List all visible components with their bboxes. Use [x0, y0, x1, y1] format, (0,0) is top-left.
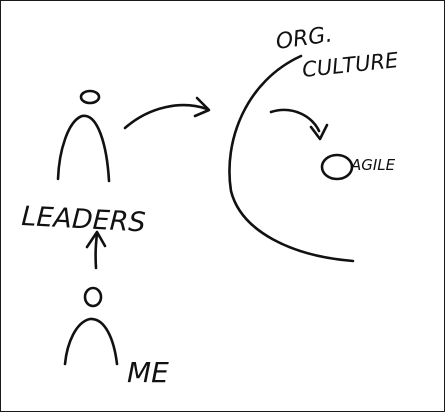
leader-figure — [56, 89, 111, 183]
upward-arrow-head — [85, 230, 107, 249]
me-label: ME — [127, 356, 169, 389]
me-to-leaders-arrow — [85, 230, 107, 270]
leaders-label: LEADERS — [21, 201, 147, 238]
culture-boundary-arc — [228, 54, 355, 263]
agile-arrow-head — [309, 123, 329, 141]
agile-arrow-line — [269, 108, 321, 133]
influence-arrow-head — [193, 96, 211, 118]
upward-arrow-line — [94, 231, 99, 270]
leader-body — [56, 114, 111, 183]
org-label: ORG. — [274, 22, 334, 55]
me-figure — [63, 286, 119, 366]
influence-arrow — [123, 96, 211, 130]
agile-arrow — [269, 108, 329, 141]
agile-label: AGILE — [350, 156, 396, 174]
culture-label: CULTURE — [301, 48, 400, 82]
influence-arrow-line — [123, 103, 209, 130]
agile-circle — [320, 153, 354, 181]
me-body — [63, 317, 119, 366]
me-head — [83, 286, 103, 308]
leader-head — [79, 89, 101, 105]
